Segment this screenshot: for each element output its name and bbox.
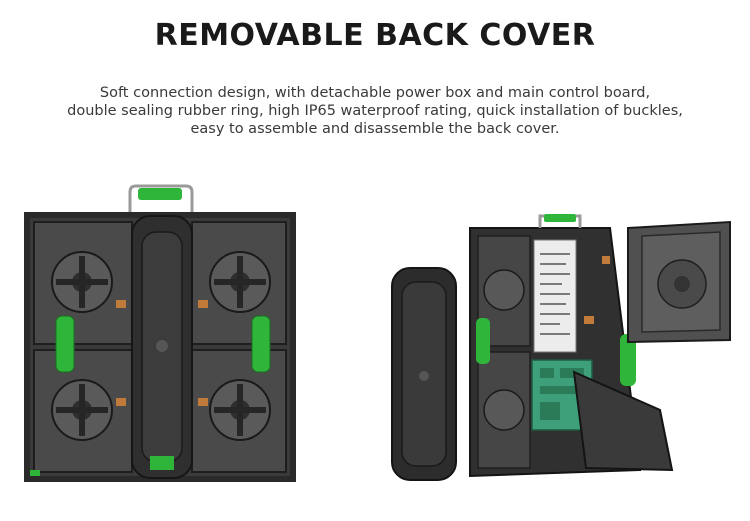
description-line-1: Soft connection design, with detachable …: [99, 85, 651, 101]
description-line-2: double sealing rubber ring, high IP65 wa…: [67, 103, 683, 119]
back-cover-icon: [391, 267, 457, 481]
description-line-3: easy to assemble and disassemble the bac…: [190, 121, 560, 137]
top-handle-icon: [128, 184, 194, 212]
cabinet-body-icon: [469, 214, 642, 478]
description: Soft connection design, with detachable …: [40, 84, 710, 138]
front-module-icon: [627, 220, 731, 344]
page-title: REMOVABLE BACK COVER: [154, 18, 596, 53]
